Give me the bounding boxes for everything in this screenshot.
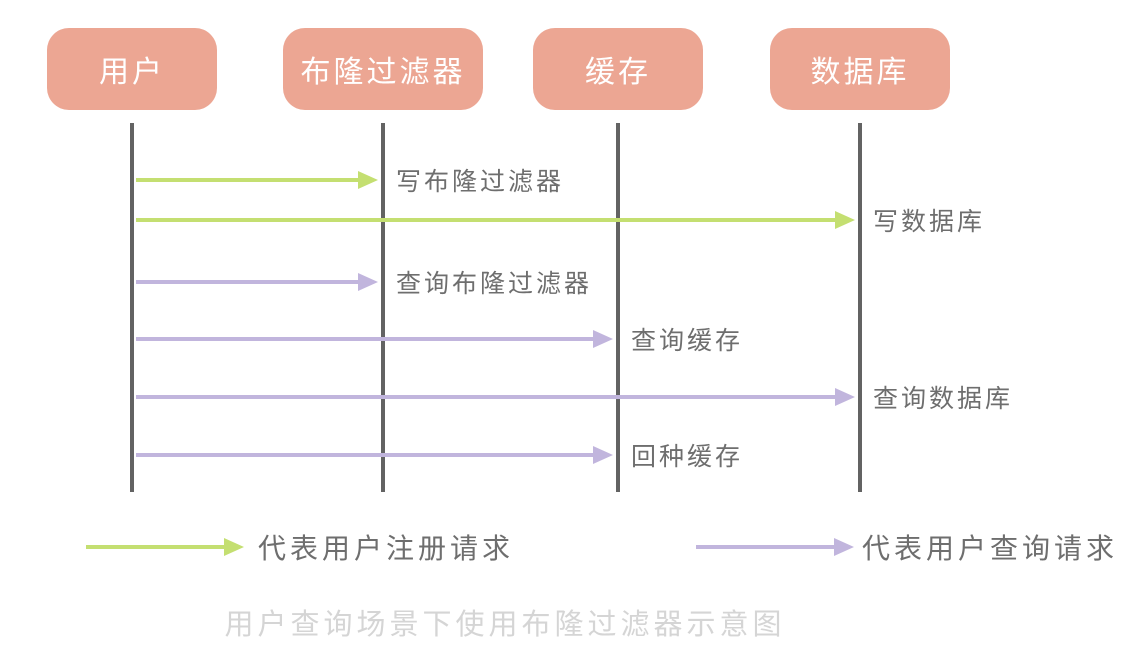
message-arrow-line <box>136 178 360 182</box>
message-arrow-line <box>136 337 595 341</box>
message-arrow-line <box>136 453 595 457</box>
message-arrowhead-icon <box>835 211 855 229</box>
message-label: 回种缓存 <box>631 442 744 471</box>
legend-label: 代表用户注册请求 <box>258 532 515 565</box>
message-arrowhead-icon <box>358 273 378 291</box>
legend-arrow-line <box>86 545 226 549</box>
message-arrowhead-icon <box>835 388 855 406</box>
legend-arrowhead-icon <box>224 538 244 556</box>
legend-arrow-line <box>696 545 836 549</box>
lifeline-database <box>858 123 862 492</box>
legend-label: 代表用户查询请求 <box>862 532 1119 565</box>
message-arrow-line <box>136 218 837 222</box>
message-label: 查询布隆过滤器 <box>396 269 593 298</box>
lifeline-user <box>130 123 134 492</box>
message-label: 查询缓存 <box>631 326 744 355</box>
message-arrowhead-icon <box>593 446 613 464</box>
message-label: 写布隆过滤器 <box>396 167 565 196</box>
actor-cache: 缓存 <box>533 28 703 110</box>
diagram-caption: 用户查询场景下使用布隆过滤器示意图 <box>224 607 786 641</box>
legend-arrowhead-icon <box>834 538 854 556</box>
message-arrow-line <box>136 280 360 284</box>
message-label: 查询数据库 <box>873 384 1014 413</box>
actor-bloom-filter: 布隆过滤器 <box>283 28 483 110</box>
message-arrowhead-icon <box>593 330 613 348</box>
lifeline-cache <box>616 123 620 492</box>
message-arrow-line <box>136 395 837 399</box>
actor-user: 用户 <box>47 28 217 110</box>
message-label: 写数据库 <box>873 207 986 236</box>
message-arrowhead-icon <box>358 171 378 189</box>
lifeline-bloom-filter <box>381 123 385 492</box>
actor-database: 数据库 <box>770 28 950 110</box>
